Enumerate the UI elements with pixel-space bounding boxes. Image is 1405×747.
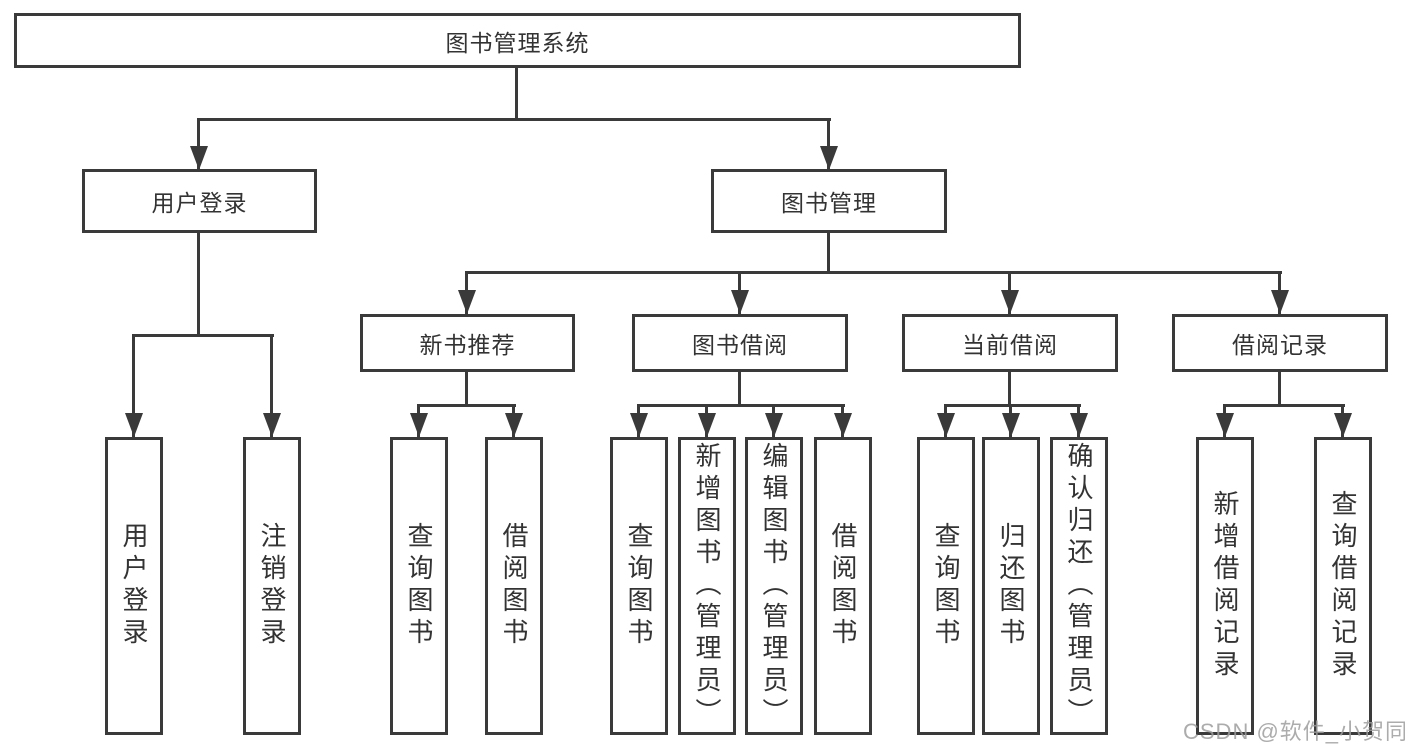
node-user-login-label: 用户登录 (151, 190, 248, 216)
leaf-bb-add-books-admin: 新增图书（管理员） (678, 437, 736, 735)
arrowhead-newbook (458, 290, 476, 314)
connector-drop-leaf-logout (270, 334, 273, 437)
arrowhead-cb-confirm (1070, 413, 1088, 437)
arrowhead-book-mgmt (820, 146, 838, 170)
connector-book-mgmt-stem (827, 231, 830, 274)
connector-bookborrow-stem (738, 370, 741, 407)
arrowhead-cb-query (937, 413, 955, 437)
leaf-user-login-label: 用户登录 (119, 522, 149, 650)
connector-borrowrecord-bus (1223, 404, 1345, 407)
connector-root-stem (515, 66, 518, 121)
node-book-management: 图书管理 (711, 169, 947, 233)
csdn-watermark: CSDN @软件_小贺同学 (1183, 719, 1405, 744)
connector-currentborrow-stem (1008, 370, 1011, 407)
node-current-borrow: 当前借阅 (902, 314, 1118, 372)
leaf-cb-confirm-return-admin-label: 确认归还（管理员） (1064, 442, 1094, 730)
node-user-login: 用户登录 (82, 169, 317, 233)
leaf-nb-borrow-books: 借阅图书 (485, 437, 543, 735)
node-borrow-records: 借阅记录 (1172, 314, 1388, 372)
arrowhead-leaf-login (125, 413, 143, 437)
arrowhead-bb-borrow (834, 413, 852, 437)
node-library-system-label: 图书管理系统 (445, 29, 590, 56)
node-book-borrow-label: 图书借阅 (692, 332, 788, 358)
connector-user-login-stem (197, 231, 200, 337)
leaf-cb-return-books-label: 归还图书 (996, 522, 1026, 650)
connector-level1-bus (197, 118, 831, 121)
leaf-logout-login-label: 注销登录 (257, 522, 287, 650)
connector-user-login-bus (132, 334, 274, 337)
node-current-borrow-label: 当前借阅 (962, 332, 1058, 358)
leaf-cb-return-books: 归还图书 (982, 437, 1040, 735)
arrowhead-br-add (1216, 413, 1234, 437)
leaf-br-add-borrow-record-label: 新增借阅记录 (1210, 490, 1240, 682)
leaf-br-add-borrow-record: 新增借阅记录 (1196, 437, 1254, 735)
arrowhead-nb-borrow (505, 413, 523, 437)
leaf-br-query-borrow-record: 查询借阅记录 (1314, 437, 1372, 735)
leaf-user-login: 用户登录 (105, 437, 163, 735)
arrowhead-bb-query (630, 413, 648, 437)
leaf-nb-query-books: 查询图书 (390, 437, 448, 735)
node-new-book-recommend-label: 新书推荐 (419, 332, 516, 358)
node-library-system: 图书管理系统 (14, 13, 1021, 68)
arrowhead-currentborrow (1001, 290, 1019, 314)
node-new-book-recommend: 新书推荐 (360, 314, 575, 372)
leaf-nb-query-books-label: 查询图书 (404, 522, 434, 650)
arrowhead-leaf-logout (263, 413, 281, 437)
leaf-bb-borrow-books-label: 借阅图书 (828, 522, 858, 650)
node-borrow-records-label: 借阅记录 (1232, 332, 1328, 358)
arrowhead-bookborrow (731, 290, 749, 314)
connector-borrowrecord-stem (1278, 370, 1281, 407)
arrowhead-bb-edit (765, 413, 783, 437)
leaf-cb-query-books: 查询图书 (917, 437, 975, 735)
connector-newbook-stem (465, 370, 468, 407)
leaf-cb-query-books-label: 查询图书 (931, 522, 961, 650)
arrowhead-br-query (1334, 413, 1352, 437)
connector-drop-user-login (197, 118, 200, 170)
arrowhead-nb-query (410, 413, 428, 437)
leaf-br-query-borrow-record-label: 查询借阅记录 (1328, 490, 1358, 682)
connector-level3-bus (465, 271, 1282, 274)
leaf-bb-borrow-books: 借阅图书 (814, 437, 872, 735)
leaf-bb-edit-books-admin-label: 编辑图书（管理员） (759, 442, 789, 730)
connector-drop-book-mgmt (827, 118, 830, 170)
arrowhead-user-login (190, 146, 208, 170)
connector-drop-leaf-login (132, 334, 135, 437)
arrowhead-bb-add (698, 413, 716, 437)
leaf-logout-login: 注销登录 (243, 437, 301, 735)
leaf-bb-query-books: 查询图书 (610, 437, 668, 735)
leaf-cb-confirm-return-admin: 确认归还（管理员） (1050, 437, 1108, 735)
node-book-borrow: 图书借阅 (632, 314, 848, 372)
arrowhead-cb-return (1002, 413, 1020, 437)
leaf-nb-borrow-books-label: 借阅图书 (499, 522, 529, 650)
leaf-bb-edit-books-admin: 编辑图书（管理员） (745, 437, 803, 735)
connector-bookborrow-bus (637, 404, 845, 407)
connector-currentborrow-bus (944, 404, 1081, 407)
node-book-management-label: 图书管理 (781, 190, 877, 216)
connector-newbook-bus (417, 404, 516, 407)
leaf-bb-add-books-admin-label: 新增图书（管理员） (692, 442, 722, 730)
arrowhead-borrowrecord (1271, 290, 1289, 314)
leaf-bb-query-books-label: 查询图书 (624, 522, 654, 650)
